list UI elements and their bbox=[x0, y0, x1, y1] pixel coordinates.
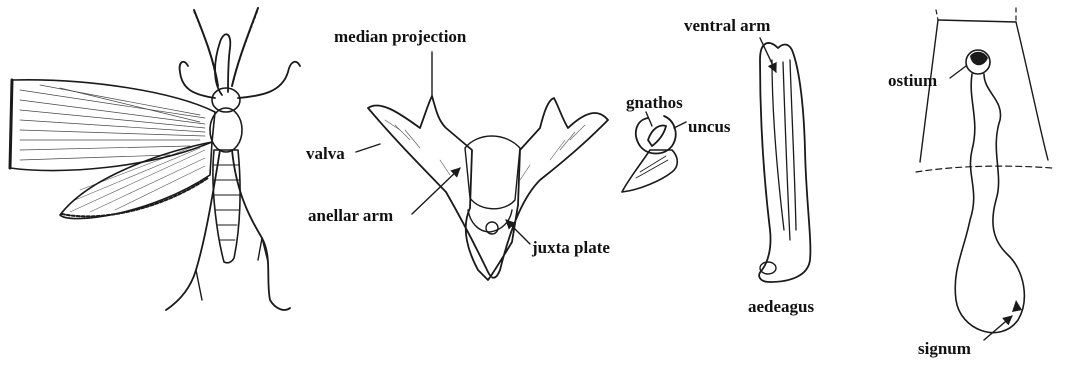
label-median-projection: median projection bbox=[334, 27, 467, 46]
valva-central-plate bbox=[465, 136, 520, 209]
label-valva: valva bbox=[306, 144, 345, 163]
gnathos-hook bbox=[648, 126, 666, 146]
bursa-copulatrix bbox=[955, 74, 1024, 333]
moth-illustration bbox=[10, 8, 300, 310]
leader-ostium bbox=[950, 66, 966, 78]
leader-juxta-plate bbox=[506, 220, 530, 244]
label-ostium: ostium bbox=[888, 71, 937, 90]
female-genitalia-illustration bbox=[916, 8, 1052, 333]
aedeagus-outline bbox=[759, 43, 810, 282]
label-juxta-plate: juxta plate bbox=[531, 238, 610, 257]
uncus-outline bbox=[636, 116, 676, 154]
gnathos-uncus-illustration bbox=[622, 116, 677, 192]
label-ventral-arm: ventral arm bbox=[684, 16, 770, 35]
label-anellar-arm: anellar arm bbox=[308, 206, 393, 225]
label-aedeagus: aedeagus bbox=[748, 297, 815, 316]
label-signum: signum bbox=[918, 339, 971, 358]
label-uncus: uncus bbox=[688, 117, 731, 136]
leader-signum bbox=[984, 316, 1012, 340]
aedeagus-illustration bbox=[759, 43, 810, 282]
leader-valva bbox=[356, 144, 380, 152]
moth-left-leg bbox=[166, 150, 220, 310]
left-hindwing bbox=[60, 142, 212, 219]
moth-right-leg bbox=[232, 150, 290, 310]
label-gnathos: gnathos bbox=[626, 93, 683, 112]
leader-anellar-arm bbox=[412, 168, 460, 214]
moth-thorax bbox=[210, 108, 242, 152]
signum-mark bbox=[1012, 300, 1022, 312]
gnathos-base bbox=[622, 150, 677, 192]
leader-uncus bbox=[674, 122, 686, 128]
